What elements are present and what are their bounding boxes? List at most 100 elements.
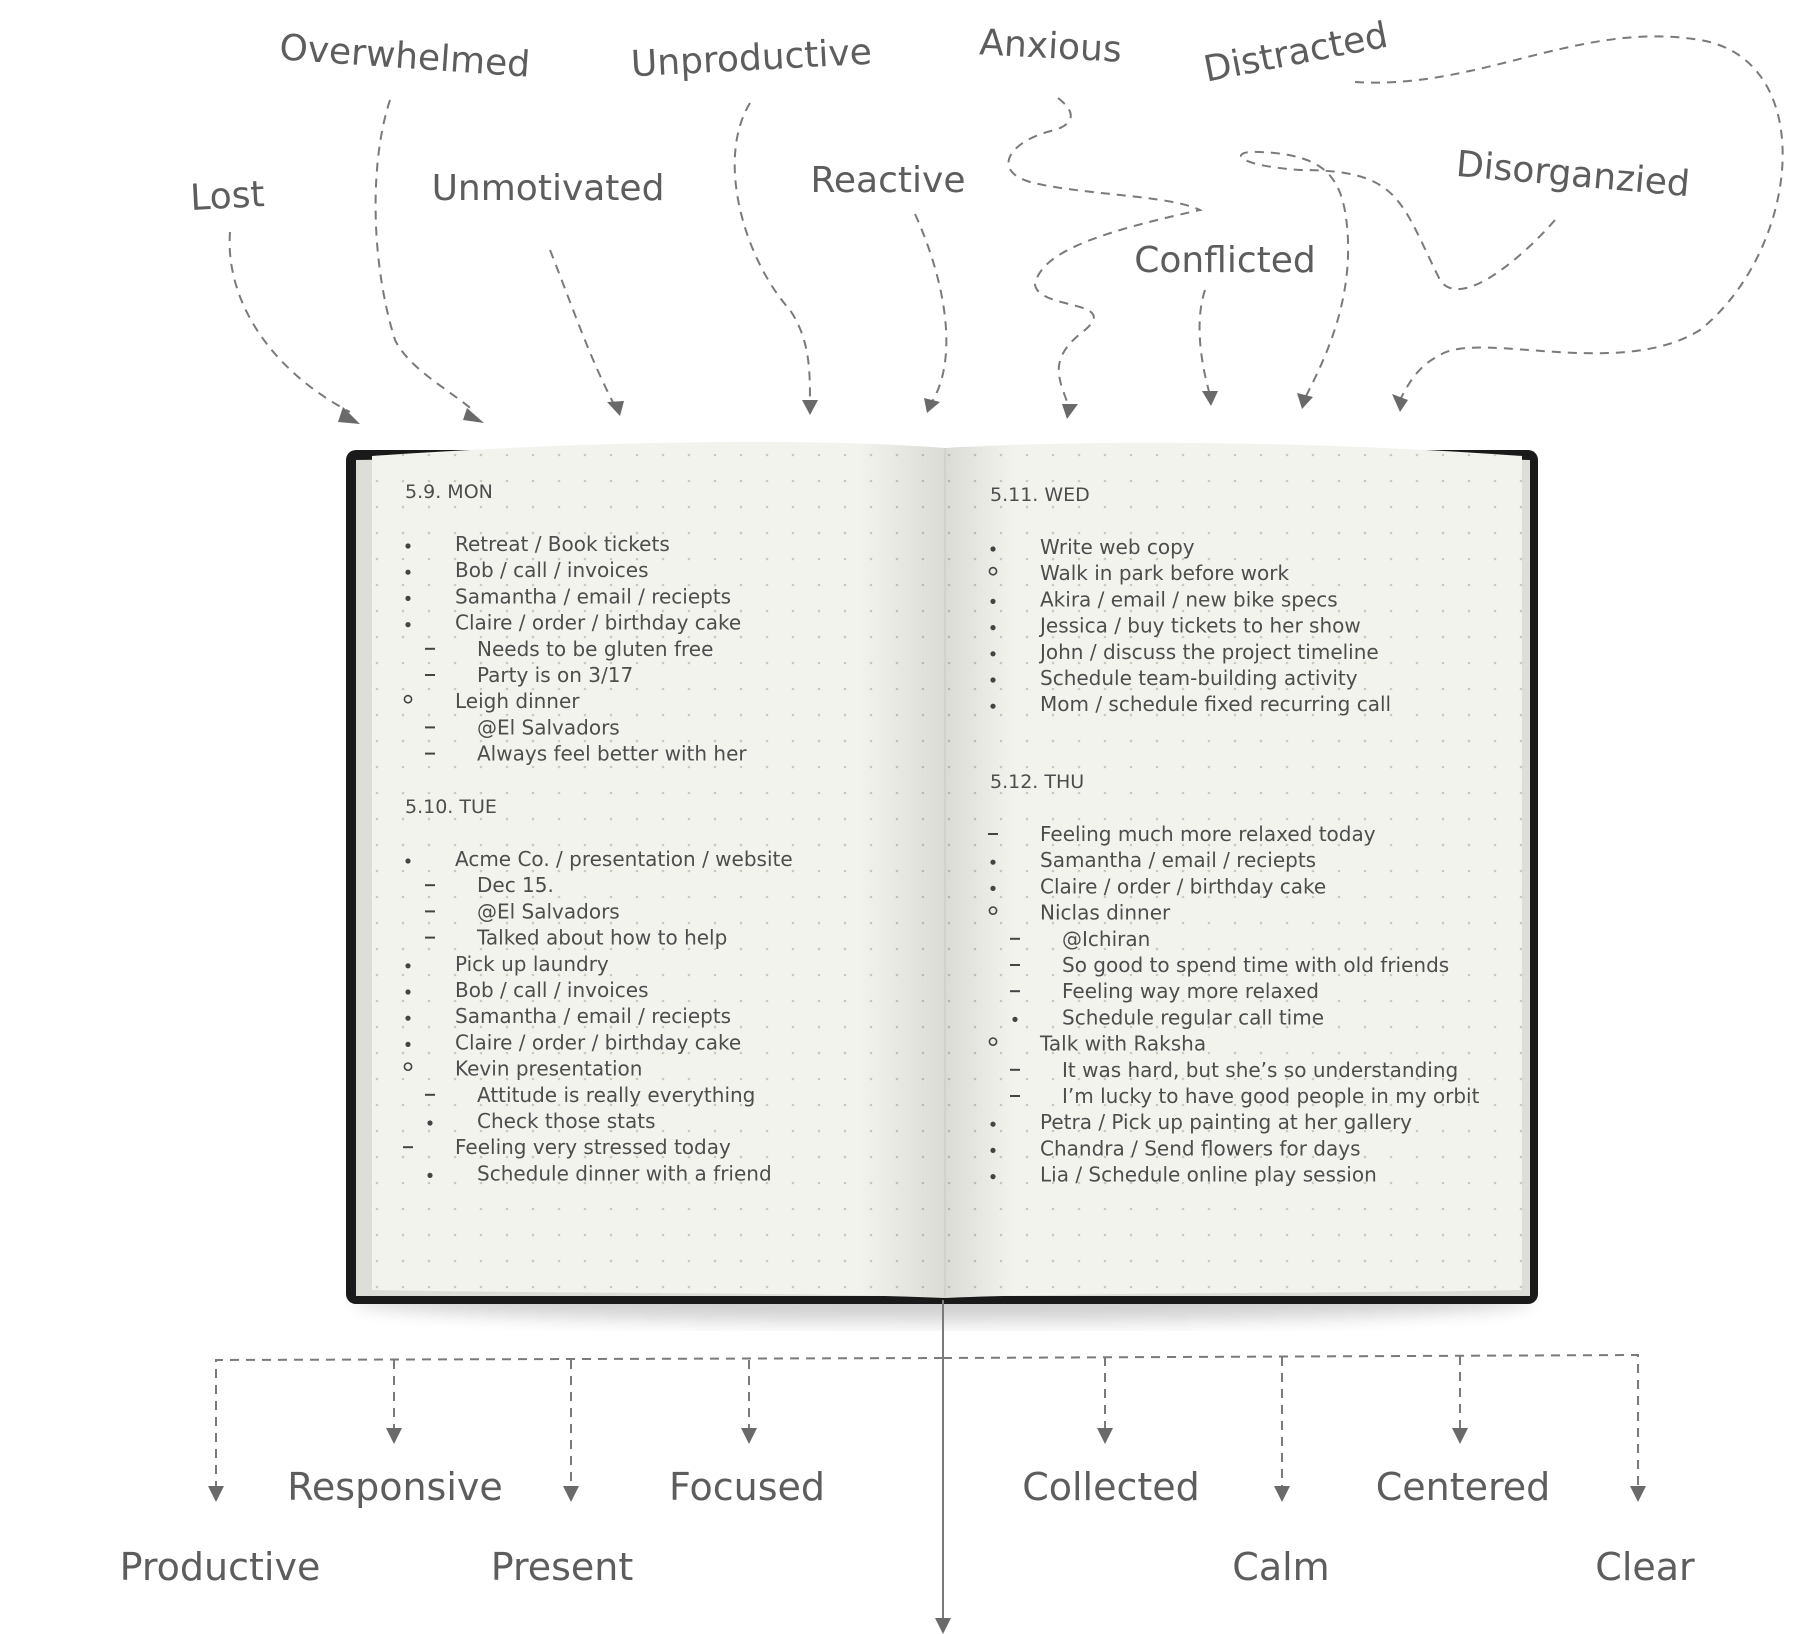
bullet-task-icon <box>405 543 411 549</box>
day-heading: 5.11. WED <box>990 484 1090 506</box>
positive-state-labels: Productive Responsive Present Focused Co… <box>120 1465 1695 1589</box>
bullet-event-icon <box>403 694 413 704</box>
journal-entry: It was hard, but she’s so understanding <box>1062 1058 1458 1082</box>
branch-right-bar <box>942 1353 1639 1490</box>
label-disorganized: Disorganzied <box>1455 144 1692 205</box>
arrow-overwhelmed <box>374 99 476 413</box>
journal-entry: Dec 15. <box>477 873 554 897</box>
label-present: Present <box>491 1545 634 1589</box>
bullet-task-icon <box>405 622 411 628</box>
journal-entry: Kevin presentation <box>455 1057 642 1081</box>
arrowhead-anxious <box>1062 404 1078 419</box>
label-productive: Productive <box>120 1545 321 1589</box>
journal-entry: Pick up laundry <box>455 952 609 976</box>
day-heading: 5.10. TUE <box>405 796 497 818</box>
arrowhead-centered <box>1452 1428 1468 1444</box>
journal-entry: Bob / call / invoices <box>455 558 649 582</box>
arrowhead-productive <box>208 1486 224 1502</box>
arrowhead-unmotivated <box>607 401 624 416</box>
journal-entry: Schedule team-building activity <box>1040 666 1358 690</box>
bullet-task-icon <box>405 963 411 969</box>
journal-entry: Petra / Pick up painting at her gallery <box>1040 1110 1412 1134</box>
arrowhead-present <box>563 1486 579 1502</box>
bullet-task-icon <box>990 1147 996 1153</box>
journal-entry: Talked about how to help <box>476 926 727 950</box>
journal-entry: Talk with Raksha <box>1039 1032 1206 1056</box>
journal-entry: Bob / call / invoices <box>455 978 649 1002</box>
journal-entry: John / discuss the project timeline <box>1038 640 1379 664</box>
day-heading: 5.9. MON <box>405 481 493 503</box>
bullet-event-icon <box>988 1037 998 1046</box>
journal-entry: Walk in park before work <box>1040 561 1289 585</box>
journal-entry: @El Salvadors <box>477 899 620 923</box>
bullet-task-icon <box>990 677 996 683</box>
arrowhead-conflicted <box>1202 391 1218 406</box>
journal-entry: Schedule regular call time <box>1062 1005 1324 1029</box>
label-calm: Calm <box>1232 1545 1329 1589</box>
journal-entry: Jessica / buy tickets to her show <box>1038 614 1361 638</box>
arrow-unproductive <box>733 102 811 406</box>
journal-entry: Mom / schedule fixed recurring call <box>1040 692 1391 716</box>
journal-entry: Party is on 3/17 <box>477 663 633 687</box>
bullet-task-icon <box>405 595 411 602</box>
journal-entry: Check those stats <box>477 1109 656 1133</box>
incoming-arrows <box>228 35 1784 424</box>
day-heading: 5.12. THU <box>990 771 1084 793</box>
journal-entry: Niclas dinner <box>1040 901 1171 925</box>
bullet-task-icon <box>990 651 996 657</box>
label-unproductive: Unproductive <box>630 32 873 86</box>
bullet-task-icon <box>990 546 996 552</box>
arrow-distracted <box>1354 35 1784 401</box>
bullet-task-icon <box>405 1041 411 1047</box>
bullet-task-icon <box>990 625 996 631</box>
label-overwhelmed: Overwhelmed <box>278 27 531 85</box>
arrowhead-calm <box>1274 1486 1290 1502</box>
journal-entry: Needs to be gluten free <box>477 637 713 661</box>
journal-entry: Feeling very stressed today <box>455 1135 731 1159</box>
journal-entry: Acme Co. / presentation / website <box>455 847 793 871</box>
outgoing-arrows <box>208 1300 1646 1634</box>
bullet-task-icon <box>990 859 996 865</box>
label-anxious: Anxious <box>978 22 1122 70</box>
bullet-task-icon <box>990 1174 996 1180</box>
arrow-lost <box>228 231 351 413</box>
label-responsive: Responsive <box>287 1465 503 1509</box>
journal-entry: @Ichiran <box>1062 927 1150 951</box>
label-clear: Clear <box>1595 1545 1695 1589</box>
journal-entry: Samantha / email / reciepts <box>455 1004 731 1028</box>
arrowhead-clear <box>1630 1486 1646 1502</box>
arrowhead-overwhelmed <box>463 408 484 423</box>
bullet-task-icon <box>405 1015 411 1021</box>
arrowhead-focused <box>741 1428 757 1444</box>
arrowhead-collected <box>1097 1428 1113 1444</box>
bullet-task-icon <box>405 569 411 575</box>
journal-entry: Leigh dinner <box>455 689 580 713</box>
journal-entry: Samantha / email / reciepts <box>1040 848 1316 872</box>
bullet-event-icon <box>988 906 998 915</box>
bullet-task-icon <box>990 703 996 709</box>
journal-entry: Write web copy <box>1040 535 1195 559</box>
arrowhead-unproductive <box>802 400 818 415</box>
label-unmotivated: Unmotivated <box>432 168 665 209</box>
bullet-task-icon <box>405 989 411 995</box>
journal-entry: Schedule dinner with a friend <box>477 1161 772 1185</box>
right-page-gutter-shade <box>945 442 1522 1298</box>
arrowhead-center <box>935 1618 951 1634</box>
arrow-unmotivated <box>549 249 618 411</box>
journal-entry: Attitude is really everything <box>477 1083 755 1107</box>
negative-state-labels: Lost Overwhelmed Unmotivated Unproductiv… <box>189 15 1691 281</box>
bullet-task-icon <box>990 1121 996 1127</box>
left-page-gutter-shade <box>372 441 945 1298</box>
bullet-task-icon <box>990 885 996 892</box>
label-centered: Centered <box>1376 1465 1551 1509</box>
journal-entry: Samantha / email / reciepts <box>455 584 731 608</box>
label-focused: Focused <box>669 1465 825 1509</box>
label-lost: Lost <box>189 174 265 219</box>
arrowhead-lost <box>338 407 360 424</box>
journal-entry: Claire / order / birthday cake <box>1040 874 1326 898</box>
arrow-anxious <box>1007 97 1203 411</box>
bullet-event-icon <box>988 566 998 576</box>
label-conflicted: Conflicted <box>1134 240 1316 281</box>
